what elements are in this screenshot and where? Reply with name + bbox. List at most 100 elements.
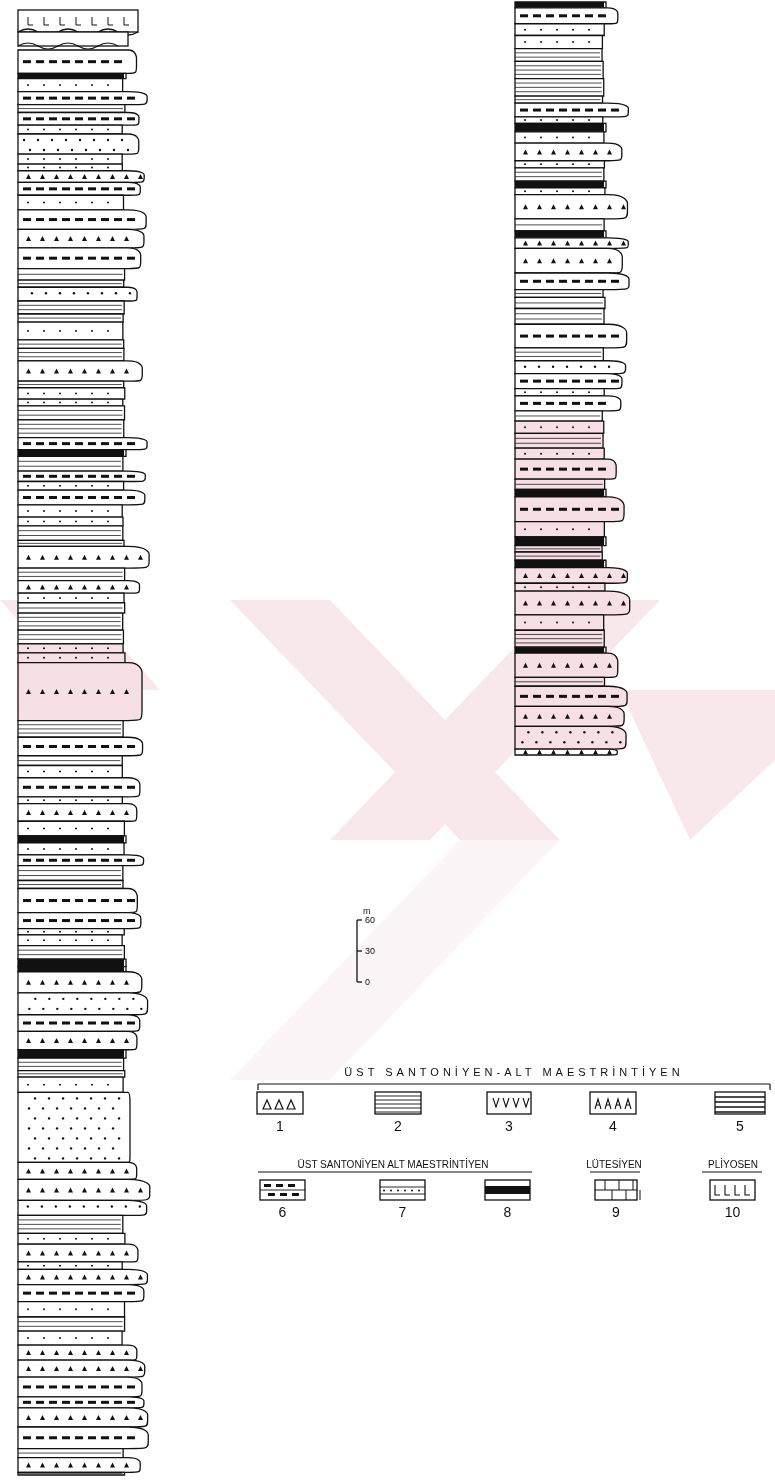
dash-mark	[62, 475, 70, 478]
breccia-mark	[68, 1415, 73, 1420]
sand-dot	[70, 1127, 72, 1129]
breccia-mark	[26, 1462, 31, 1467]
dash-mark	[572, 380, 580, 383]
breccia-mark	[82, 1462, 87, 1467]
dash-mark	[114, 859, 122, 862]
bed	[18, 154, 122, 164]
bed	[18, 967, 126, 972]
lamination-line	[18, 760, 120, 761]
dash-mark	[23, 475, 31, 478]
dash-mark	[101, 899, 109, 902]
dash-mark	[36, 859, 44, 862]
bed	[18, 73, 126, 78]
sand-dot	[104, 1137, 106, 1139]
breccia-mark	[523, 204, 528, 209]
black-shale-bed	[515, 231, 604, 238]
breccia-mark	[68, 689, 73, 694]
silt-dot	[43, 84, 45, 86]
bed	[515, 49, 602, 62]
silt-dot	[572, 41, 574, 43]
breccia-mark	[579, 600, 584, 605]
bed	[515, 248, 622, 273]
breccia-mark	[68, 236, 73, 241]
swatch-mark	[595, 1099, 601, 1109]
silt-dot	[43, 931, 45, 933]
sand-dot	[577, 741, 579, 743]
bed	[18, 50, 137, 73]
breccia-mark	[54, 555, 59, 560]
lamination-line	[515, 318, 602, 319]
sand-dot	[597, 731, 599, 733]
dash-mark	[36, 117, 44, 120]
silt-dot	[27, 510, 29, 512]
sand-dot	[41, 1205, 43, 1207]
bed	[515, 583, 605, 591]
bed	[18, 1071, 125, 1077]
breccia-mark	[68, 1187, 73, 1192]
bed	[18, 959, 126, 967]
breccia-mark	[96, 810, 101, 815]
bed	[515, 143, 622, 161]
breccia-mark	[54, 584, 59, 589]
bed	[18, 164, 122, 171]
bed	[515, 396, 621, 411]
dash-mark	[559, 508, 567, 511]
dash-mark	[127, 218, 135, 221]
sand-dot	[93, 139, 95, 141]
bed	[515, 161, 604, 168]
pliocene-mark	[92, 17, 97, 25]
lamination-line	[515, 224, 602, 225]
breccia-mark	[82, 689, 87, 694]
bed	[18, 1269, 147, 1284]
breccia-mark	[26, 980, 31, 985]
dash-mark	[88, 859, 96, 862]
bed	[515, 546, 602, 552]
bed	[515, 61, 603, 78]
bed	[515, 324, 627, 348]
silt-dot	[27, 158, 29, 160]
bed	[515, 749, 617, 755]
breccia-mark	[96, 555, 101, 560]
silt-dot	[59, 828, 61, 830]
silt-dot	[59, 848, 61, 850]
dash-mark	[533, 468, 541, 471]
dash-mark	[585, 280, 593, 283]
silt-dot	[59, 330, 61, 332]
dash-mark	[546, 402, 554, 405]
silt-dot	[524, 41, 526, 43]
bed	[18, 381, 124, 388]
scale-value: 30	[365, 945, 375, 958]
breccia-mark	[26, 584, 31, 589]
breccia-mark	[40, 980, 45, 985]
breccia-mark	[40, 174, 45, 179]
lamination-line	[515, 356, 601, 357]
silt-dot	[524, 528, 526, 530]
breccia-mark	[551, 714, 556, 719]
bed	[18, 361, 142, 381]
breccia-mark	[124, 1415, 129, 1420]
dash-mark	[62, 218, 70, 221]
sand-dot	[112, 1147, 114, 1149]
dash-mark	[75, 442, 83, 445]
swatch-mark	[735, 1185, 740, 1195]
silt-dot	[75, 84, 77, 86]
dash-mark	[36, 1436, 44, 1439]
breccia-mark	[26, 369, 31, 374]
bed	[18, 644, 123, 653]
bed	[515, 188, 605, 195]
silt-dot	[107, 202, 109, 204]
sand-dot	[28, 1127, 30, 1129]
sand-dot	[98, 1127, 100, 1129]
silt-dot	[556, 163, 558, 165]
dash-mark	[62, 1401, 70, 1404]
breccia-mark	[565, 241, 570, 246]
breccia-mark	[110, 1462, 115, 1467]
breccia-mark	[40, 1038, 45, 1043]
dash-mark	[23, 218, 31, 221]
breccia-mark	[523, 241, 528, 246]
bed	[18, 314, 123, 322]
breccia-mark	[68, 555, 73, 560]
lamination-line	[18, 274, 123, 275]
silt-dot	[107, 330, 109, 332]
bed	[18, 1077, 123, 1092]
